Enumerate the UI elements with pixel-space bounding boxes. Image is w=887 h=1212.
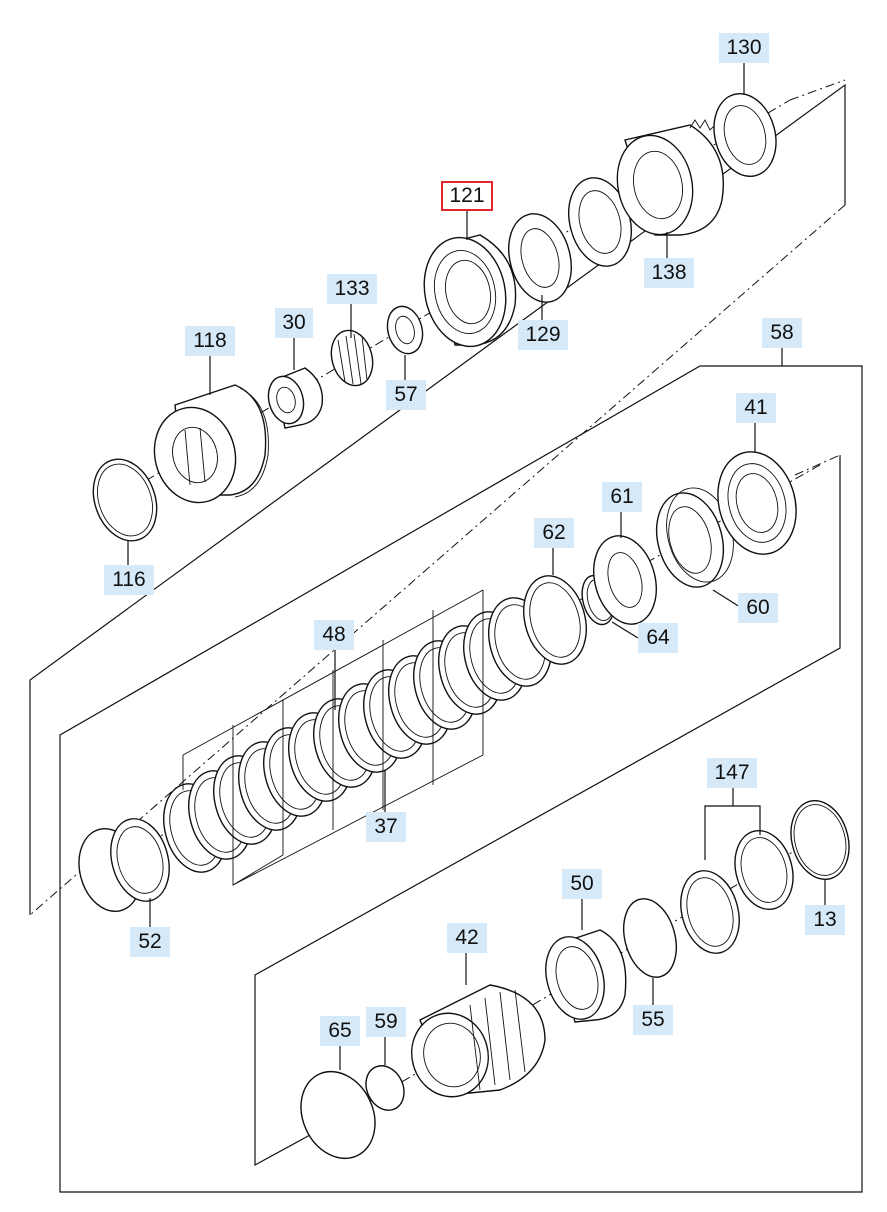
callout-13[interactable]: 13 [805, 905, 845, 935]
callout-61[interactable]: 61 [602, 482, 642, 512]
washer-130 [713, 92, 777, 178]
callout-121-selected[interactable]: 121 [441, 181, 493, 211]
callout-30[interactable]: 30 [275, 308, 313, 338]
callout-41[interactable]: 41 [736, 393, 776, 423]
callout-147[interactable]: 147 [707, 758, 757, 788]
clutch-pack-frame [254, 454, 841, 1167]
bearing-57 [386, 305, 424, 355]
washer-147-a [680, 870, 740, 954]
callout-58[interactable]: 58 [762, 318, 802, 348]
snap-ring-55 [623, 898, 677, 978]
retaining-plate-52 [110, 818, 170, 902]
callout-116[interactable]: 116 [104, 565, 154, 595]
stack-bracket-lines [182, 589, 484, 886]
callout-133[interactable]: 133 [327, 274, 377, 304]
callout-130[interactable]: 130 [719, 33, 769, 63]
washer-59 [365, 1065, 405, 1111]
callout-62[interactable]: 62 [534, 518, 574, 548]
clutch-disc-stack [163, 597, 552, 873]
washer-147-b [734, 829, 794, 911]
callout-64[interactable]: 64 [638, 623, 678, 653]
snap-ring-116 [92, 458, 158, 542]
callout-50[interactable]: 50 [562, 869, 602, 899]
plate-62 [523, 575, 587, 665]
snap-ring-13 [790, 799, 850, 881]
thrust-washer-129 [508, 213, 572, 303]
gear-138 [616, 119, 724, 236]
plate-65 [300, 1070, 376, 1160]
hub-42 [411, 984, 546, 1098]
leader-lines [127, 62, 826, 1070]
bearing-50 [545, 929, 627, 1023]
callout-60[interactable]: 60 [738, 593, 778, 623]
gear-133 [330, 329, 374, 387]
part-121 [423, 234, 517, 348]
callout-48[interactable]: 48 [314, 620, 354, 650]
callout-59[interactable]: 59 [366, 1007, 406, 1037]
callout-52[interactable]: 52 [130, 927, 170, 957]
callout-55[interactable]: 55 [633, 1005, 673, 1035]
assembly-58-frame [59, 365, 863, 1193]
washer-61 [593, 535, 657, 625]
drum-118 [153, 384, 269, 504]
callout-57[interactable]: 57 [386, 380, 426, 410]
callout-129[interactable]: 129 [518, 320, 568, 350]
callout-65[interactable]: 65 [320, 1016, 360, 1046]
callout-42[interactable]: 42 [447, 923, 487, 953]
spring-retainer-60 [655, 487, 734, 588]
callout-138[interactable]: 138 [644, 258, 694, 288]
callout-37[interactable]: 37 [366, 812, 406, 842]
piston-41 [717, 451, 797, 555]
upper-group-frame [29, 79, 846, 916]
bearing-30 [267, 367, 324, 429]
callout-118[interactable]: 118 [185, 326, 235, 356]
